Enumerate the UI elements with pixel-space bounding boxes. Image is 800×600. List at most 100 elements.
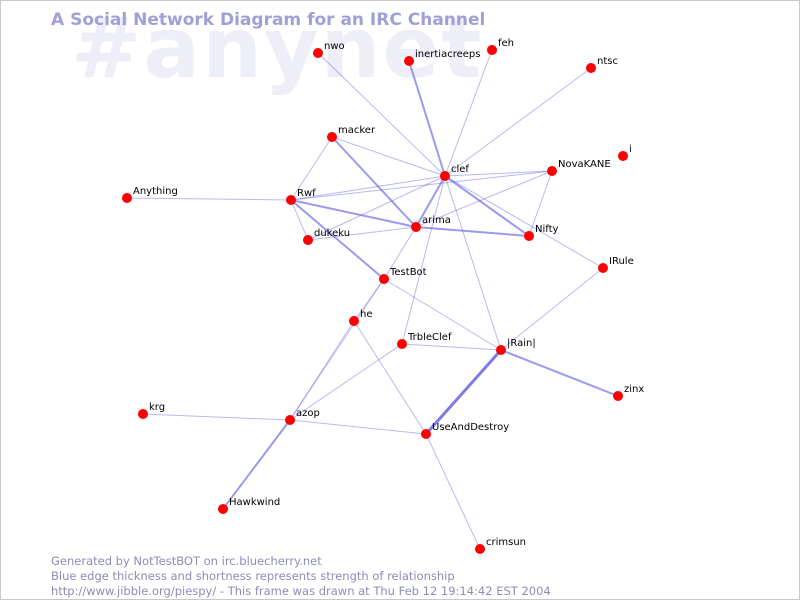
node-Anything: Anything (122, 186, 178, 203)
node-dot (122, 193, 132, 203)
node-label: nwo (324, 41, 345, 52)
channel-watermark: #anynet (71, 0, 484, 97)
edge-clef-arima (415, 175, 446, 228)
node-label: |Rain| (507, 338, 536, 349)
edge-krg-azop (142, 413, 291, 421)
node-label: zinx (624, 384, 644, 395)
node-label: ntsc (597, 56, 618, 67)
node-label: clef (451, 164, 469, 175)
node-label: arima (422, 215, 451, 226)
node-dot (285, 415, 295, 425)
node-label: TestBot (389, 267, 427, 278)
node-crimsun: crimsun (475, 537, 526, 554)
node-dot (487, 45, 497, 55)
footer: Generated by NotTestBOT on irc.bluecherr… (51, 554, 551, 599)
edge-TestBot-he (353, 278, 385, 322)
edge-Nifty-NovaKANE (528, 170, 553, 237)
edge-macker-Rwf (290, 136, 333, 201)
node-dot (496, 345, 506, 355)
node-label: krg (149, 402, 165, 413)
edge-Rwf-TestBot (290, 199, 385, 280)
node-UseAndDestroy: UseAndDestroy (421, 422, 509, 439)
node-Rwf: Rwf (286, 188, 316, 205)
edge-he-azop (289, 320, 355, 421)
node-dot (286, 195, 296, 205)
node-Nifty: Nifty (524, 224, 559, 241)
node-IRule: IRule (598, 256, 634, 273)
node-Rainl: |Rain| (496, 338, 536, 355)
edge-arima-TestBot (383, 226, 417, 280)
edge-TrbleClef-Rainl (401, 343, 502, 351)
node-inertiacreeps: inertiacreeps (404, 49, 480, 66)
edge-clef-dukeku (307, 175, 446, 241)
node-label: Rwf (297, 188, 316, 199)
node-azop: azop (285, 408, 320, 425)
node-nwo: nwo (313, 41, 345, 58)
edge-clef-Rwf (290, 175, 446, 201)
node-label: Hawkwind (229, 497, 280, 508)
footer-generated-by: Generated by NotTestBOT on irc.bluecherr… (51, 554, 322, 568)
edge-he-UseAndDestroy (353, 320, 427, 435)
node-label: IRule (609, 256, 634, 267)
node-ntsc: ntsc (586, 56, 618, 73)
edge-Rainl-UseAndDestroy (424, 349, 503, 435)
node-dot (440, 171, 450, 181)
node-label: UseAndDestroy (432, 422, 509, 433)
node-label: Anything (133, 186, 178, 197)
node-dot (421, 429, 431, 439)
node-label: crimsun (486, 537, 526, 548)
node-macker: macker (327, 125, 376, 142)
node-label: feh (498, 38, 514, 49)
node-label: macker (338, 125, 376, 136)
node-krg: krg (138, 402, 165, 419)
edge-NovaKANE-Rwf (290, 170, 553, 201)
node-dot (379, 274, 389, 284)
node-dot (349, 316, 359, 326)
node-zinx: zinx (613, 384, 644, 401)
footer-legend-note: Blue edge thickness and shortness repres… (51, 569, 455, 583)
edge-clef-Nifty (444, 175, 530, 237)
edge-NovaKANE-clef (444, 170, 553, 177)
node-dot (303, 235, 313, 245)
edge-macker-arima (331, 136, 417, 228)
edge-Rwf-arima (290, 199, 417, 228)
node-label: azop (296, 408, 320, 419)
node-dot (613, 391, 623, 401)
node-dot (547, 166, 557, 176)
edge-feh-clef (444, 49, 493, 177)
edge-TestBot-azop (289, 278, 385, 421)
node-dot (397, 339, 407, 349)
edge-arima-Nifty (415, 226, 530, 237)
edge-Anything-Rwf (126, 197, 292, 201)
node-arima: arima (411, 215, 451, 232)
edge-UseAndDestroy-crimsun (425, 433, 481, 550)
edge-ntsc-clef (444, 67, 592, 177)
node-label: NovaKANE (558, 159, 611, 170)
edge-nwo-clef (317, 52, 446, 177)
node-TrbleClef: TrbleClef (397, 332, 452, 349)
node-dot (598, 263, 608, 273)
edge-azop-Hawkwind (222, 419, 291, 510)
edge-NovaKANE-arima (415, 170, 553, 228)
edge-clef-IRule (444, 175, 604, 269)
node-NovaKANE: NovaKANE (547, 159, 611, 176)
node-dot (404, 56, 414, 66)
edge-IRule-Rainl (500, 267, 604, 351)
node-dot (586, 63, 596, 73)
node-dot (411, 222, 421, 232)
edge-Rainl-zinx (500, 349, 619, 397)
footer-url-timestamp: http://www.jibble.org/piespy/ - This fra… (51, 584, 551, 598)
node-label: Nifty (535, 224, 559, 235)
node-he: he (349, 309, 373, 326)
node-feh: feh (487, 38, 514, 55)
node-label: TrbleClef (407, 332, 452, 343)
node-layer: nwoinertiacreepsfehntscmackeriNovaKANEcl… (122, 38, 644, 554)
node-dot (138, 409, 148, 419)
node-clef: clef (440, 164, 469, 181)
node-dot (218, 504, 228, 514)
node-dot (327, 132, 337, 142)
edge-clef-Rainl (444, 175, 502, 351)
edge-inertiacreeps-clef (408, 60, 446, 177)
node-dot (524, 231, 534, 241)
